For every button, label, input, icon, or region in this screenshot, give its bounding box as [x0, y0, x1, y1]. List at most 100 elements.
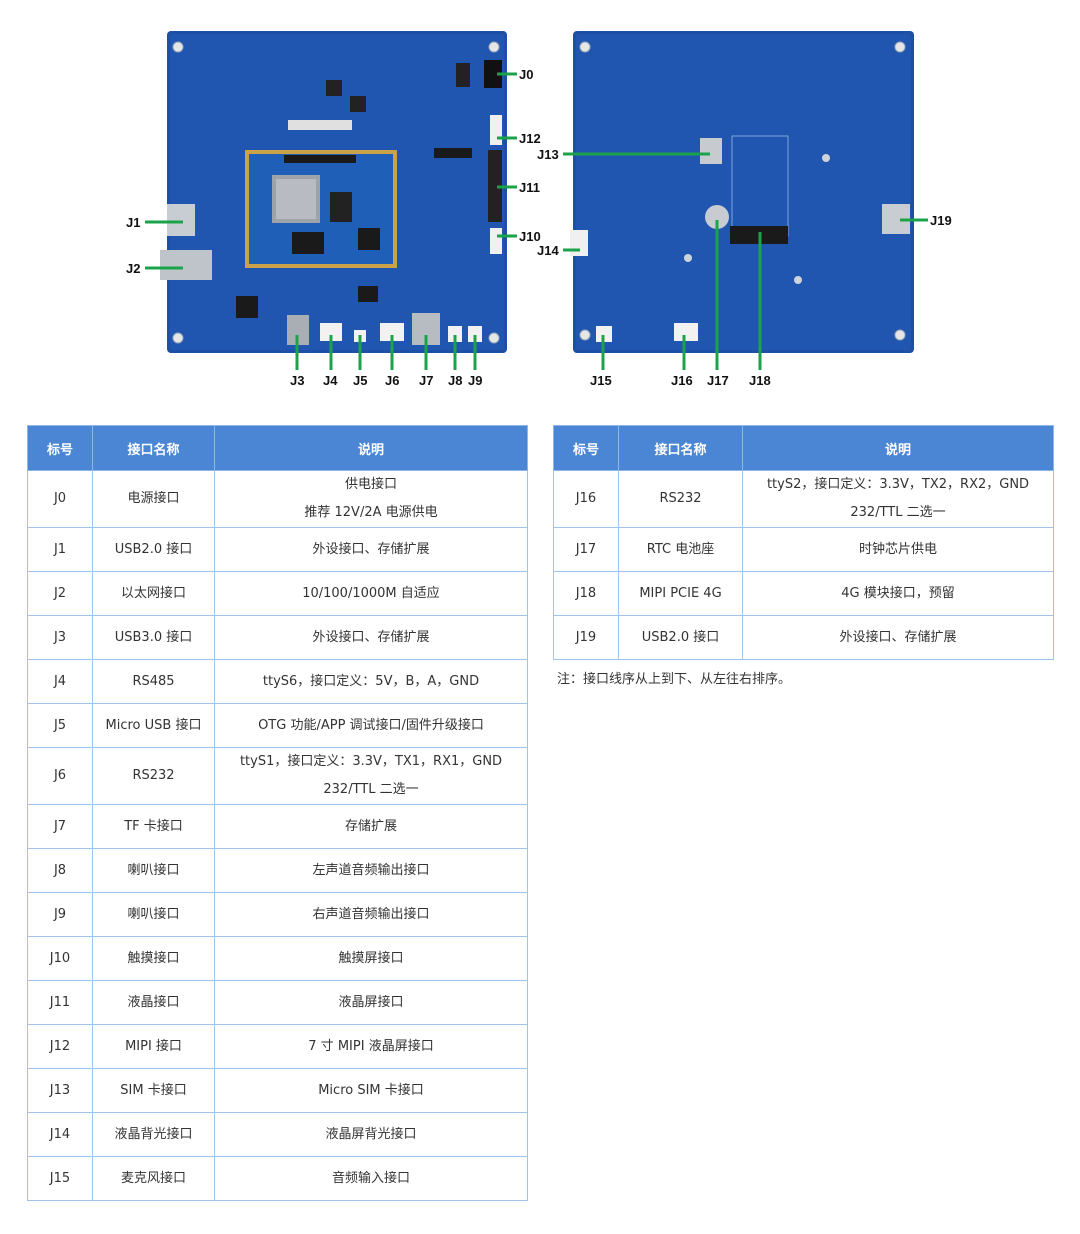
cell-desc: ttyS2，接口定义：3.3V，TX2，RX2，GND 232/TTL 二选一	[742, 470, 1054, 528]
label-J10: J10	[519, 229, 541, 244]
label-J18: J18	[749, 373, 771, 388]
table-row: J16 RS232 ttyS2，接口定义：3.3V，TX2，RX2，GND 232…	[553, 470, 1054, 528]
cell-name: RS485	[92, 659, 215, 704]
header-desc: 说明	[742, 425, 1054, 471]
interface-table-left: 标号 接口名称 说明 J0 电源接口 供电接口推荐 12V/2A 电源供电 J1…	[27, 425, 528, 1201]
cell-id: J9	[27, 892, 93, 937]
cell-name: RS232	[92, 747, 215, 805]
label-J19: J19	[930, 213, 952, 228]
label-J6: J6	[385, 373, 399, 388]
cell-name: USB2.0 接口	[92, 527, 215, 572]
table-row: J3 USB3.0 接口 外设接口、存储扩展	[27, 615, 528, 660]
label-J5: J5	[353, 373, 367, 388]
cell-name: USB3.0 接口	[92, 615, 215, 660]
back-board	[570, 31, 914, 353]
table-row: J0 电源接口 供电接口推荐 12V/2A 电源供电	[27, 470, 528, 528]
cell-name: MIPI PCIE 4G	[618, 571, 743, 616]
cell-desc: 右声道音频输出接口	[214, 892, 528, 937]
cell-desc: 7 寸 MIPI 液晶屏接口	[214, 1024, 528, 1069]
table-row: J12 MIPI 接口 7 寸 MIPI 液晶屏接口	[27, 1024, 528, 1069]
cell-desc: 供电接口推荐 12V/2A 电源供电	[214, 470, 528, 528]
table-row: J13 SIM 卡接口 Micro SIM 卡接口	[27, 1068, 528, 1113]
table-row: J1 USB2.0 接口 外设接口、存储扩展	[27, 527, 528, 572]
cell-name: SIM 卡接口	[92, 1068, 215, 1113]
table-row: J5 Micro USB 接口 OTG 功能/APP 调试接口/固件升级接口	[27, 703, 528, 748]
cell-name: RS232	[618, 470, 743, 528]
cell-id: J12	[27, 1024, 93, 1069]
desc-line-2: 232/TTL 二选一	[323, 782, 419, 797]
table-row: J14 液晶背光接口 液晶屏背光接口	[27, 1112, 528, 1157]
cell-id: J14	[27, 1112, 93, 1157]
desc-line-2: 推荐 12V/2A 电源供电	[304, 505, 438, 520]
cell-desc: 音频输入接口	[214, 1156, 528, 1201]
cell-name: 喇叭接口	[92, 848, 215, 893]
cell-name: 触摸接口	[92, 936, 215, 981]
cell-desc: 液晶屏背光接口	[214, 1112, 528, 1157]
table-row: J4 RS485 ttyS6，接口定义：5V，B，A，GND	[27, 659, 528, 704]
cell-id: J2	[27, 571, 93, 616]
label-J15: J15	[590, 373, 612, 388]
table-row: J6 RS232 ttyS1，接口定义：3.3V，TX1，RX1，GND 232/…	[27, 747, 528, 805]
cell-id: J17	[553, 527, 619, 572]
leader-lines	[145, 72, 928, 370]
cell-id: J19	[553, 615, 619, 660]
interface-table-right: 标号 接口名称 说明 J16 RS232 ttyS2，接口定义：3.3V，TX2…	[553, 425, 1054, 660]
label-J4: J4	[323, 373, 338, 388]
table-row: J15 麦克风接口 音频输入接口	[27, 1156, 528, 1201]
cell-id: J18	[553, 571, 619, 616]
cell-desc: 外设接口、存储扩展	[214, 527, 528, 572]
cell-desc: 左声道音频输出接口	[214, 848, 528, 893]
cell-id: J3	[27, 615, 93, 660]
desc-line-1: ttyS1，接口定义：3.3V，TX1，RX1，GND	[239, 754, 503, 769]
cell-name: MIPI 接口	[92, 1024, 215, 1069]
cell-id: J4	[27, 659, 93, 704]
desc-line-1: ttyS2，接口定义：3.3V，TX2，RX2，GND	[766, 477, 1030, 492]
cell-name: 麦克风接口	[92, 1156, 215, 1201]
cell-id: J13	[27, 1068, 93, 1113]
desc-line-1: 供电接口	[344, 477, 397, 492]
label-J17: J17	[707, 373, 729, 388]
header-id: 标号	[27, 425, 93, 471]
label-J2: J2	[126, 261, 140, 276]
cell-name: 电源接口	[92, 470, 215, 528]
desc-line-2: 232/TTL 二选一	[850, 505, 946, 520]
label-J13: J13	[537, 147, 559, 162]
label-J3: J3	[290, 373, 304, 388]
cell-id: J5	[27, 703, 93, 748]
header-name: 接口名称	[92, 425, 215, 471]
cell-id: J6	[27, 747, 93, 805]
table-header-row: 标号 接口名称 说明	[553, 425, 1054, 471]
label-J9: J9	[468, 373, 482, 388]
cell-desc: 存储扩展	[214, 804, 528, 849]
table-row: J19 USB2.0 接口 外设接口、存储扩展	[553, 615, 1054, 660]
cell-name: USB2.0 接口	[618, 615, 743, 660]
cell-desc: OTG 功能/APP 调试接口/固件升级接口	[214, 703, 528, 748]
cell-name: 喇叭接口	[92, 892, 215, 937]
cell-id: J8	[27, 848, 93, 893]
cell-name: 液晶背光接口	[92, 1112, 215, 1157]
table-row: J9 喇叭接口 右声道音频输出接口	[27, 892, 528, 937]
cell-id: J16	[553, 470, 619, 528]
label-J14: J14	[537, 243, 559, 258]
cell-desc: ttyS1，接口定义：3.3V，TX1，RX1，GND 232/TTL 二选一	[214, 747, 528, 805]
front-board	[160, 31, 507, 353]
cell-name: 以太网接口	[92, 571, 215, 616]
header-name: 接口名称	[618, 425, 743, 471]
cell-id: J7	[27, 804, 93, 849]
table-row: J8 喇叭接口 左声道音频输出接口	[27, 848, 528, 893]
header-desc: 说明	[214, 425, 528, 471]
cell-name: TF 卡接口	[92, 804, 215, 849]
table-row: J18 MIPI PCIE 4G 4G 模块接口，预留	[553, 571, 1054, 616]
cell-desc: 液晶屏接口	[214, 980, 528, 1025]
cell-desc: 时钟芯片供电	[742, 527, 1054, 572]
cell-desc: ttyS6，接口定义：5V，B，A，GND	[214, 659, 528, 704]
cell-desc: 10/100/1000M 自适应	[214, 571, 528, 616]
label-J8: J8	[448, 373, 462, 388]
cell-id: J0	[27, 470, 93, 528]
table-row: J7 TF 卡接口 存储扩展	[27, 804, 528, 849]
table-row: J17 RTC 电池座 时钟芯片供电	[553, 527, 1054, 572]
cell-id: J15	[27, 1156, 93, 1201]
cell-desc: Micro SIM 卡接口	[214, 1068, 528, 1113]
label-J12: J12	[519, 131, 541, 146]
table-row: J11 液晶接口 液晶屏接口	[27, 980, 528, 1025]
